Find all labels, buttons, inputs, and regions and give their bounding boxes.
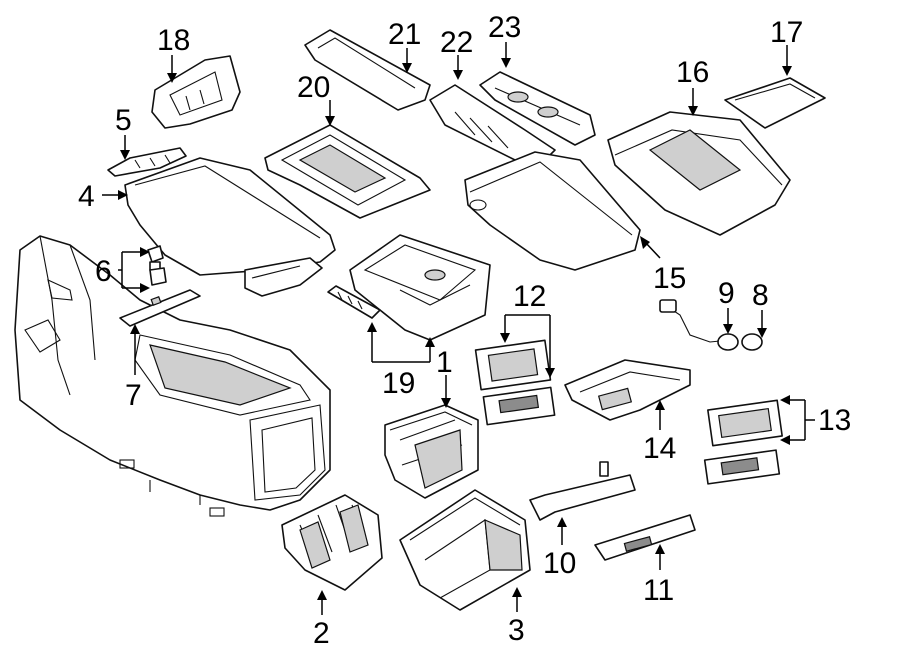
socket-harness [659,299,763,351]
console-frame [349,234,491,341]
callout-4: 4 [78,180,95,213]
callout-15: 15 [653,262,686,295]
console-body [14,235,331,517]
callout-1: 1 [436,346,453,379]
callout-22: 22 [440,26,473,59]
tray-liner [304,29,431,111]
callout-6: 6 [95,255,112,288]
callout-21: 21 [388,18,421,51]
leader-lines [102,42,815,615]
callout-14: 14 [643,432,676,465]
bumper-stops [147,245,167,286]
outlet-panel [703,399,783,485]
armrest-lid [124,157,336,297]
cup-holder-insert [281,494,383,591]
storage-bin [384,404,479,499]
callout-13: 13 [818,404,851,437]
callout-10: 10 [543,547,576,580]
trim-strip [119,289,201,327]
cover-plate [724,77,826,129]
callout-7: 7 [125,379,142,412]
callout-16: 16 [676,56,709,89]
storage-box [399,489,531,611]
rear-tray [479,71,596,146]
callout-3: 3 [508,614,525,647]
callout-18: 18 [157,24,190,57]
latch-bracket [151,55,241,129]
upper-tray [264,124,431,219]
switch-panel [474,339,556,426]
callout-19: 19 [382,367,415,400]
callout-2: 2 [313,617,330,650]
retainer-strap [529,461,636,521]
callout-17: 17 [770,16,803,49]
callout-20: 20 [297,71,330,104]
callout-9: 9 [718,277,735,310]
callout-12: 12 [513,280,546,313]
callout-11: 11 [643,574,674,607]
mount-bracket [564,359,691,421]
callout-23: 23 [488,11,521,44]
rear-armrest [464,151,641,271]
callout-5: 5 [115,104,132,137]
armrest-hinge-cover [107,147,187,177]
callout-8: 8 [752,279,769,312]
damper-bar [327,285,381,319]
lower-bezel [594,514,696,561]
rear-console-lid [607,111,791,236]
callout-labels: 1 2 3 4 5 6 7 8 9 10 11 12 13 14 15 16 1… [78,11,851,650]
